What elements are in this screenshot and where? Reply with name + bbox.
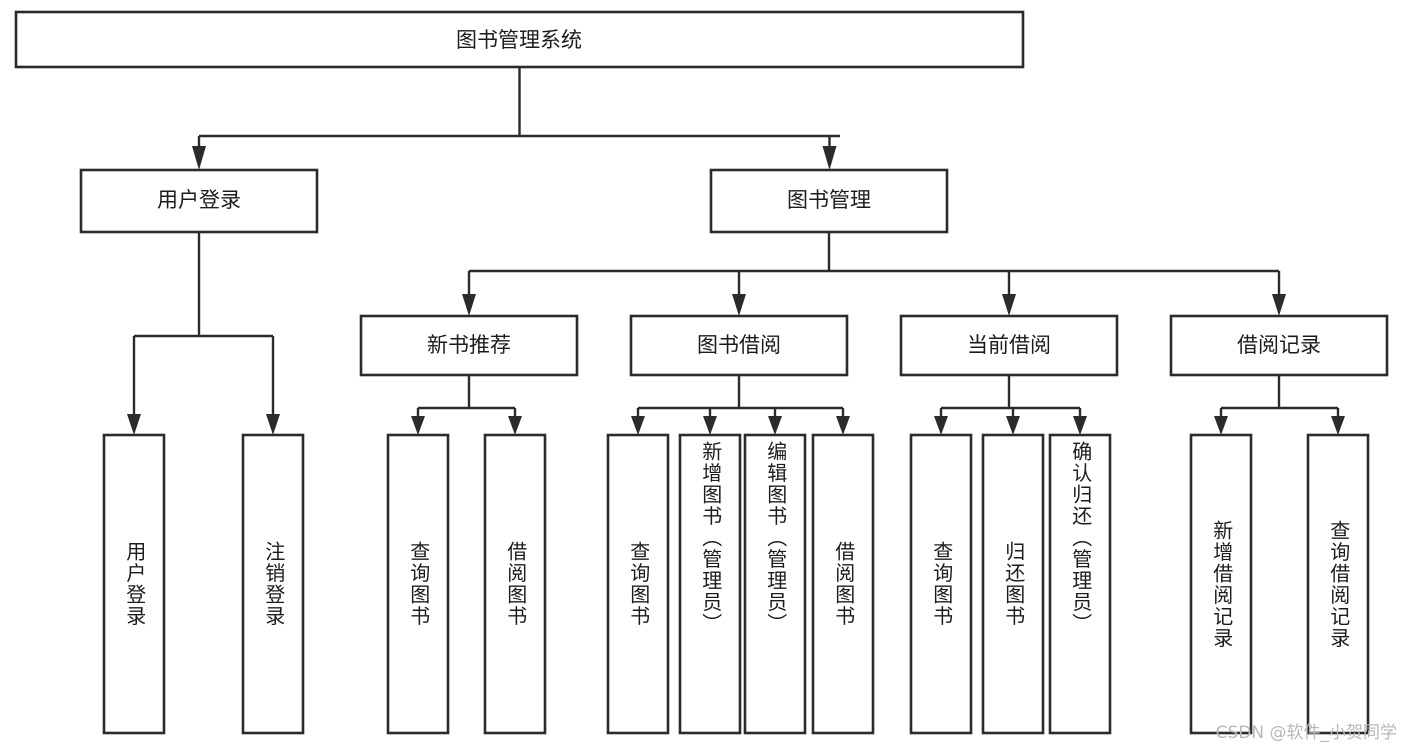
connector-borrowrecord-to-leaves — [1214, 375, 1345, 435]
leaf-node-boxes — [102, 433, 1370, 735]
leaf-label-return-book: 归还图书 — [1001, 541, 1026, 627]
leaf-label-edit-book-admin: 编辑图书（管理员） — [763, 441, 788, 635]
node-current-borrow[interactable]: 当前借阅 — [899, 314, 1119, 377]
leaf-add-borrow-record[interactable]: 新增借阅记录 — [1191, 435, 1251, 733]
leaf-label-user-login: 用户登录 — [122, 541, 147, 627]
node-box-title[interactable] — [14, 10, 1025, 69]
leaf-query-borrow-record[interactable]: 查询借阅记录 — [1308, 435, 1368, 733]
leaf-label-add-book-admin: 新增图书（管理员） — [698, 441, 723, 635]
node-new-book-recommend[interactable]: 新书推荐 — [359, 314, 579, 377]
node-box-leaf-query-book-3[interactable] — [909, 433, 973, 735]
connector-currentborrow-to-leaves — [934, 375, 1087, 435]
leaf-user-login[interactable]: 用户登录 — [104, 435, 164, 733]
leaf-query-book-1[interactable]: 查询图书 — [388, 435, 448, 733]
arrow-head-book-borrow — [732, 294, 746, 316]
arrow-head-leaf-query-book-2 — [631, 416, 645, 435]
node-box-leaf-add-book-admin[interactable] — [678, 433, 742, 735]
leaf-query-book-3[interactable]: 查询图书 — [911, 435, 971, 733]
leaf-return-book[interactable]: 归还图书 — [983, 435, 1043, 733]
arrow-head-leaf-borrow-book-2 — [836, 416, 850, 435]
arrow-head-leaf-query-book-3 — [934, 416, 948, 435]
connector-title-to-level2 — [192, 67, 840, 170]
node-user-login[interactable]: 用户登录 — [79, 168, 319, 234]
node-box-leaf-edit-book-admin[interactable] — [743, 433, 807, 735]
leaf-edit-book-admin[interactable]: 编辑图书（管理员） — [745, 435, 805, 733]
node-box-book-borrow[interactable] — [629, 314, 849, 377]
arrow-head-leaf-return-book — [1006, 416, 1020, 435]
node-box-leaf-return-book[interactable] — [981, 433, 1045, 735]
node-label-new-book-recommend: 新书推荐 — [427, 333, 511, 357]
leaf-label-logout-login: 注销登录 — [261, 541, 286, 627]
leaf-label-add-borrow-record: 新增借阅记录 — [1209, 519, 1234, 649]
connector-userlogin-to-leaves — [127, 232, 280, 435]
arrow-head-leaf-confirm-return-admin — [1073, 416, 1087, 435]
arrow-head-leaf-user-login — [127, 414, 141, 435]
leaf-borrow-book-1[interactable]: 借阅图书 — [485, 435, 545, 733]
node-box-user-login[interactable] — [79, 168, 319, 234]
leaf-add-book-admin[interactable]: 新增图书（管理员） — [680, 435, 740, 733]
node-label-user-login: 用户登录 — [157, 188, 241, 212]
arrow-head-user-login — [192, 146, 206, 170]
node-box-leaf-borrow-book-2[interactable] — [811, 433, 875, 735]
leaf-label-query-book-1: 查询图书 — [406, 541, 431, 627]
node-box-borrow-record[interactable] — [1169, 314, 1389, 377]
leaf-label-confirm-return-admin: 确认归还（管理员） — [1068, 441, 1093, 635]
arrow-head-leaf-add-book-admin — [703, 416, 717, 435]
leaf-confirm-return-admin[interactable]: 确认归还（管理员） — [1050, 435, 1110, 733]
node-label-title: 图书管理系统 — [456, 28, 582, 52]
node-box-leaf-borrow-book-1[interactable] — [483, 433, 547, 735]
node-label-current-borrow: 当前借阅 — [967, 333, 1051, 357]
node-borrow-record[interactable]: 借阅记录 — [1169, 314, 1389, 377]
node-box-leaf-query-book-1[interactable] — [386, 433, 450, 735]
connector-bookborrow-to-leaves — [631, 375, 850, 435]
node-book-management[interactable]: 图书管理 — [709, 168, 949, 234]
node-label-book-management: 图书管理 — [787, 188, 871, 212]
arrow-head-book-management — [822, 146, 837, 170]
node-label-borrow-record: 借阅记录 — [1237, 333, 1321, 357]
node-box-leaf-logout-login[interactable] — [241, 433, 305, 735]
node-box-book-management[interactable] — [709, 168, 949, 234]
node-label-book-borrow: 图书借阅 — [697, 333, 781, 357]
leaf-query-book-2[interactable]: 查询图书 — [608, 435, 668, 733]
arrow-head-leaf-edit-book-admin — [768, 416, 782, 435]
arrow-head-current-borrow — [1002, 294, 1016, 316]
connector-bookmgmt-to-level3 — [462, 232, 1286, 316]
arrow-head-leaf-add-borrow-record — [1214, 416, 1228, 435]
arrow-head-new-book-recommend — [462, 294, 476, 316]
arrow-head-leaf-borrow-book-1 — [508, 416, 522, 435]
leaf-logout-login[interactable]: 注销登录 — [243, 435, 303, 733]
node-book-borrow[interactable]: 图书借阅 — [629, 314, 849, 377]
leaf-label-borrow-book-2: 借阅图书 — [831, 541, 856, 627]
leaf-label-query-borrow-record: 查询借阅记录 — [1326, 519, 1351, 649]
watermark-text: CSDN @软件_小贺同学 — [1215, 723, 1397, 743]
arrow-head-leaf-query-book-1 — [411, 416, 425, 435]
arrow-head-leaf-logout-login — [266, 414, 280, 435]
leaf-label-borrow-book-1: 借阅图书 — [503, 541, 528, 627]
node-box-leaf-query-book-2[interactable] — [606, 433, 670, 735]
node-box-leaf-query-borrow-record[interactable] — [1306, 433, 1370, 735]
leaf-label-query-book-3: 查询图书 — [929, 541, 954, 627]
node-box-new-book-recommend[interactable] — [359, 314, 579, 377]
connector-newbook-to-leaves — [411, 375, 522, 435]
leaf-borrow-book-2[interactable]: 借阅图书 — [813, 435, 873, 733]
node-box-leaf-add-borrow-record[interactable] — [1189, 433, 1253, 735]
node-box-current-borrow[interactable] — [899, 314, 1119, 377]
arrow-head-borrow-record — [1272, 294, 1286, 316]
node-box-leaf-user-login[interactable] — [102, 433, 166, 735]
arrow-head-leaf-query-borrow-record — [1331, 416, 1345, 435]
leaf-label-query-book-2: 查询图书 — [626, 541, 651, 627]
node-book-management-system[interactable]: 图书管理系统 — [14, 10, 1025, 69]
node-box-leaf-confirm-return-admin[interactable] — [1048, 433, 1112, 735]
